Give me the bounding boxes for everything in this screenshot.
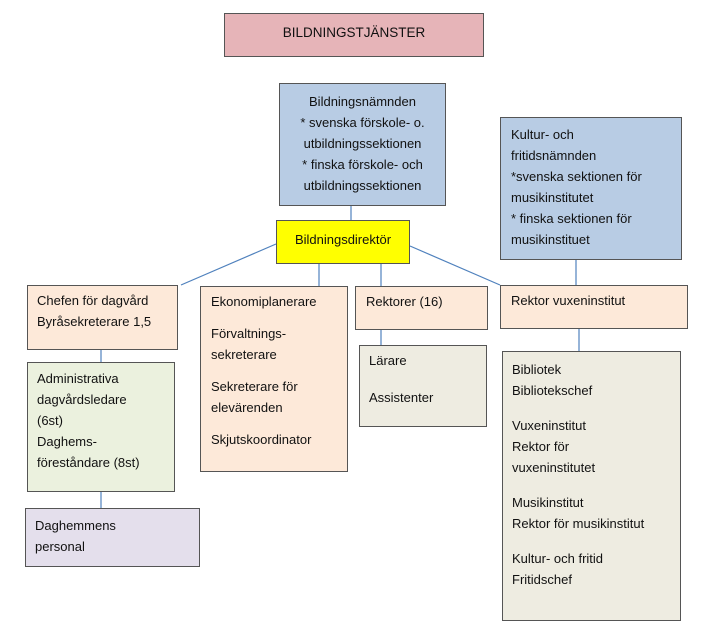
adult-principal-text: Rektor vuxeninstitut	[511, 293, 626, 308]
services-line: Rektor för	[512, 439, 570, 454]
services-line: Musikinstitut	[512, 495, 584, 510]
services-line: vuxeninstitutet	[512, 460, 596, 475]
staff-line: Daghemmens	[35, 518, 116, 533]
finance-line: Ekonomiplanerare	[211, 294, 317, 309]
board-line: * svenska förskole- o.	[300, 115, 425, 130]
finance-line: elevärenden	[211, 400, 283, 415]
director-box: Bildningsdirektör	[276, 220, 410, 264]
adult-principal-box: Rektor vuxeninstitut	[500, 285, 688, 329]
admin-line: (6st)	[37, 413, 63, 428]
services-group-culture-leisure: Kultur- och fritid Fritidschef	[512, 548, 680, 590]
culture-line: *svenska sektionen för	[511, 169, 642, 184]
connector-director-adult	[409, 245, 501, 286]
teachers-box: Lärare Assistenter	[359, 345, 487, 427]
teachers-line: Assistenter	[369, 390, 434, 405]
culture-line: Kultur- och	[511, 127, 574, 142]
finance-line: Sekreterare för	[211, 379, 298, 394]
title-text: BILDNINGSTJÄNSTER	[282, 25, 426, 40]
title-box: BILDNINGSTJÄNSTER	[224, 13, 484, 57]
services-line: Fritidschef	[512, 572, 572, 587]
culture-line: musikinstituet	[511, 232, 590, 247]
board-line: * finska förskole- och	[302, 157, 423, 172]
services-line: Kultur- och fritid	[512, 551, 604, 566]
culture-line: musikinstitutet	[511, 190, 594, 205]
services-line: Bibliotekschef	[512, 383, 593, 398]
daycare-admin-box: Administrativa dagvårdsledare (6st) Dagh…	[27, 362, 175, 492]
finance-line: sekreterare	[211, 347, 277, 362]
services-line: Bibliotek	[512, 362, 562, 377]
board-line: Bildningsnämnden	[309, 94, 416, 109]
admin-line: föreståndare (8st)	[37, 455, 140, 470]
teachers-line: Lärare	[369, 353, 407, 368]
services-line: Vuxeninstitut	[512, 418, 586, 433]
admin-line: Daghems-	[37, 434, 97, 449]
services-group-music-institute: Musikinstitut Rektor för musikinstitut	[512, 492, 680, 534]
services-line: Rektor för musikinstitut	[512, 516, 645, 531]
culture-line: fritidsnämnden	[511, 148, 597, 163]
services-box: Bibliotek Bibliotekschef Vuxeninstitut R…	[502, 351, 681, 621]
finance-line: Skjutskoordinator	[211, 432, 312, 447]
daycare-head-line: Byråsekreterare 1,5	[37, 314, 152, 329]
staff-line: personal	[35, 539, 85, 554]
culture-line: * finska sektionen för	[511, 211, 632, 226]
finance-staff-box: Ekonomiplanerare Förvaltnings- sekretera…	[200, 286, 348, 472]
admin-line: Administrativa	[37, 371, 119, 386]
board-line: utbildningssektionen	[303, 178, 422, 193]
principals-text: Rektorer (16)	[366, 294, 443, 309]
daycare-head-line: Chefen för dagvård	[37, 293, 149, 308]
connector-director-daycare	[180, 243, 277, 286]
daycare-staff-box: Daghemmens personal	[25, 508, 200, 567]
principals-box: Rektorer (16)	[355, 286, 488, 330]
director-text: Bildningsdirektör	[294, 232, 392, 247]
admin-line: dagvårdsledare	[37, 392, 127, 407]
education-board-box: Bildningsnämnden * svenska förskole- o. …	[279, 83, 446, 206]
services-group-adult-institute: Vuxeninstitut Rektor för vuxeninstitutet	[512, 415, 680, 478]
finance-line: Förvaltnings-	[211, 326, 287, 341]
services-group-library: Bibliotek Bibliotekschef	[512, 359, 680, 401]
board-line: utbildningssektionen	[303, 136, 422, 151]
culture-board-box: Kultur- och fritidsnämnden *svenska sekt…	[500, 117, 682, 260]
daycare-head-box: Chefen för dagvård Byråsekreterare 1,5	[27, 285, 178, 350]
